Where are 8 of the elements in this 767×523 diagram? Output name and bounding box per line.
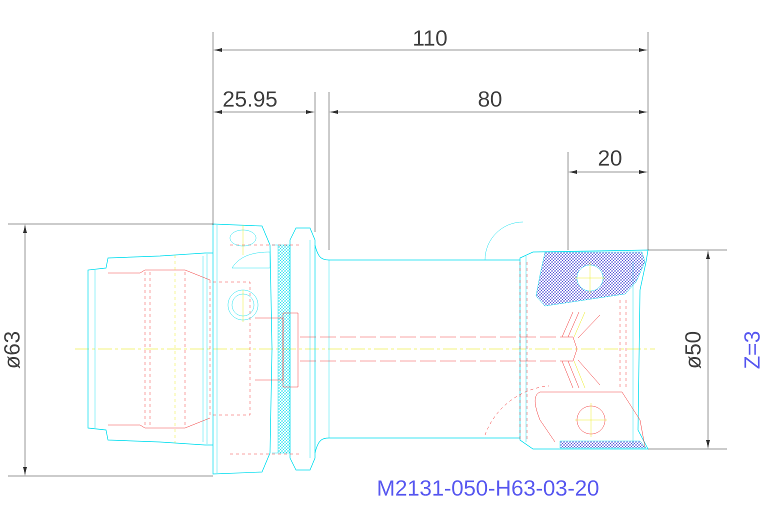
dimension-text: 80 — [478, 91, 502, 107]
dimension-text: 20 — [598, 150, 622, 166]
part-number: M2131-050-H63-03-20 — [378, 480, 598, 496]
dimension-text: ø50 — [685, 332, 701, 368]
dimension-text: 110 — [414, 30, 447, 46]
tooth-count: Z=3 — [744, 332, 760, 369]
dimension-text: ø63 — [4, 332, 20, 368]
dimension-text: 25.95 — [224, 91, 277, 107]
